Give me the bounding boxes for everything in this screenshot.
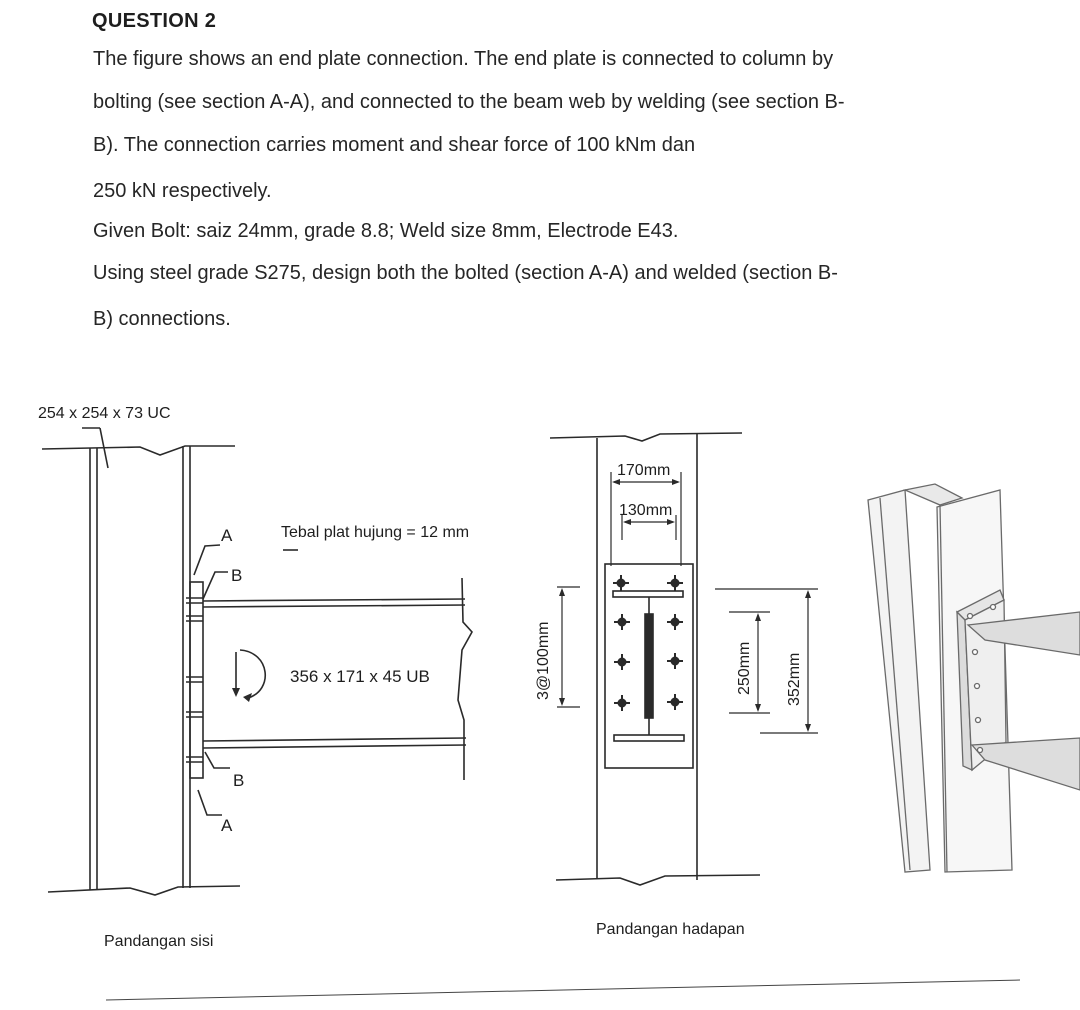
beam-section [612, 590, 685, 742]
beam-label: 356 x 171 x 45 UB [290, 667, 430, 686]
section-b-bottom: B [233, 771, 244, 790]
question-line-3: B). The connection carries moment and sh… [93, 134, 696, 156]
plate-thickness-label: Tebal plat hujung = 12 mm [281, 524, 469, 541]
bolt-icon [613, 575, 629, 591]
dim-352mm [715, 588, 818, 734]
section-a-bottom: A [221, 816, 233, 835]
moment-arrow-icon [232, 649, 266, 702]
bolt-group [613, 575, 683, 711]
dim-pitch [557, 586, 580, 708]
bolt-icon [614, 695, 630, 711]
question-title: QUESTION 2 [92, 10, 217, 32]
front-view-caption: Pandangan hadapan [596, 921, 745, 938]
dim-170-label: 170mm [617, 462, 670, 479]
side-view [41, 427, 473, 896]
bolt-icon [614, 614, 630, 630]
end-plate-side [186, 581, 204, 779]
dim-352-label: 352mm [786, 653, 803, 706]
dim-170mm [610, 472, 682, 566]
question-line-5: Given Bolt: saiz 24mm, grade 8.8; Weld s… [93, 220, 679, 242]
column-side [41, 427, 241, 896]
bolt-icon [667, 614, 683, 630]
bolt-icon [614, 654, 630, 670]
dim-130-label: 130mm [619, 502, 672, 519]
section-markers [193, 544, 298, 816]
end-plate-front [604, 563, 694, 769]
question-line-4: 250 kN respectively. [93, 180, 272, 202]
section-b-top: B [231, 566, 242, 585]
bolt-icon [667, 575, 683, 591]
question-line-6: Using steel grade S275, design both the … [93, 262, 838, 284]
column-label: 254 x 254 x 73 UC [38, 405, 171, 422]
question-line-2: bolting (see section A-A), and connected… [93, 91, 845, 113]
bottom-rule [105, 979, 1021, 1001]
isometric-view [867, 483, 1080, 873]
bolt-icon [667, 694, 683, 710]
section-a-top: A [221, 526, 233, 545]
dim-250mm [729, 611, 770, 714]
question-line-7: B) connections. [93, 308, 231, 330]
front-view [549, 432, 818, 886]
side-view-caption: Pandangan sisi [104, 933, 213, 950]
dim-250-label: 250mm [736, 642, 753, 695]
column-front [549, 432, 761, 886]
question-line-1: The figure shows an end plate connection… [93, 48, 834, 70]
dim-130mm [621, 515, 677, 540]
bolt-icon [667, 653, 683, 669]
beam-side [202, 577, 473, 780]
dim-pitch-label: 3@100mm [535, 622, 552, 701]
